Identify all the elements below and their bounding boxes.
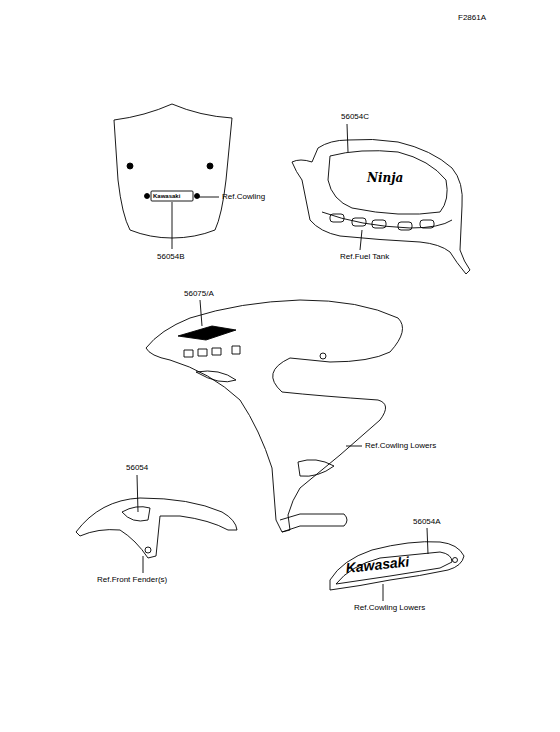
windscreen: [114, 104, 232, 249]
callout-number: 56054: [126, 464, 148, 472]
lower-cowling: [330, 528, 464, 601]
ref-label: Ref.Cowling Lowers: [354, 604, 425, 612]
upper-cowling: [146, 300, 403, 532]
decal-logo: Ninja: [367, 172, 403, 184]
ref-label: Ref.Cowling: [222, 193, 265, 201]
fuel-tank: [292, 124, 470, 274]
figure-code: F2861A: [458, 14, 486, 22]
ref-label: Ref.Cowling Lowers: [365, 442, 436, 450]
front-fender: [76, 475, 237, 573]
callout-number: 56054B: [157, 253, 185, 261]
callout-number: 56075/A: [184, 290, 214, 298]
ref-label: Ref.Front Fender(s): [97, 576, 167, 584]
callout-number: 56054A: [413, 518, 441, 526]
ref-label: Ref.Fuel Tank: [340, 253, 389, 261]
callout-number: 56054C: [341, 113, 369, 121]
decal-text: Kawasaki: [153, 193, 180, 199]
